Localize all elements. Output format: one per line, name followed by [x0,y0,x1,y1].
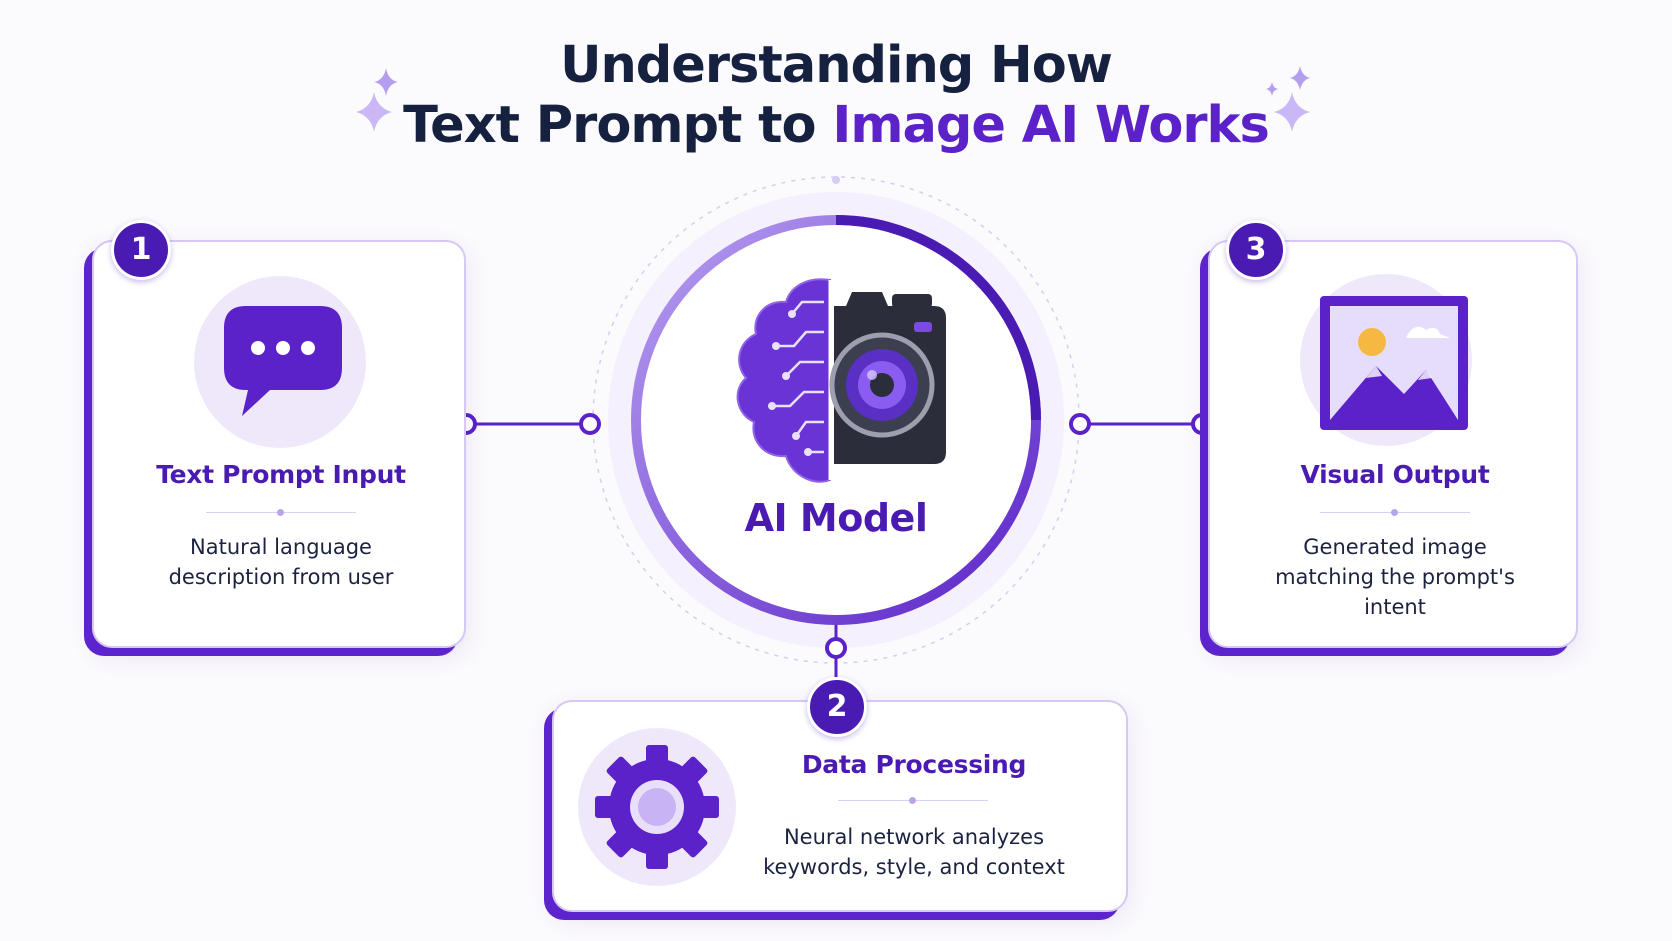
center-label: AI Model [744,496,928,540]
step-1-divider [206,508,356,518]
image-icon [1320,296,1468,430]
step-2-badge: 2 [807,677,867,737]
step-3-badge: 3 [1226,220,1286,280]
step-1-description: Natural language description from user [168,535,394,589]
gear-icon-circle [578,728,736,886]
title-line-2-highlight: Image AI Works [832,96,1269,155]
connector-left-node-b [579,413,601,435]
image-icon-circle [1300,274,1472,446]
connector-right-node-a [1069,413,1091,435]
camera-icon [829,292,946,464]
page-title: Understanding How Text Prompt to Image A… [0,36,1672,156]
step-1-badge: 1 [111,220,171,280]
top-ring-dot [832,176,840,184]
step-3-description: Generated image matching the prompt's in… [1275,535,1515,619]
chat-bubble-icon [224,306,342,416]
gear-icon [595,745,719,869]
title-line-1: Understanding How [560,36,1113,95]
connector-bottom-node [825,637,847,659]
title-line-2: Text Prompt to Image AI Works [0,96,1672,156]
step-2-description: Neural network analyzes keywords, style,… [763,825,1065,879]
title-line-2-plain: Text Prompt to [403,96,833,155]
chat-icon-circle [194,276,366,448]
step-2-title: Data Processing [801,750,1027,779]
step-2-divider [838,796,988,806]
brain-circuit-icon [736,278,832,483]
center-icon-group [736,278,946,483]
step-card-3: Visual Output Generated image matching t… [1208,240,1578,648]
sparkle-icon [356,66,1310,132]
step-card-1: Text Prompt Input Natural language descr… [92,240,466,648]
step-1-title: Text Prompt Input [156,460,406,489]
step-3-divider [1320,508,1470,518]
center-ring-accent [835,215,1041,421]
step-3-title: Visual Output [1300,460,1490,489]
